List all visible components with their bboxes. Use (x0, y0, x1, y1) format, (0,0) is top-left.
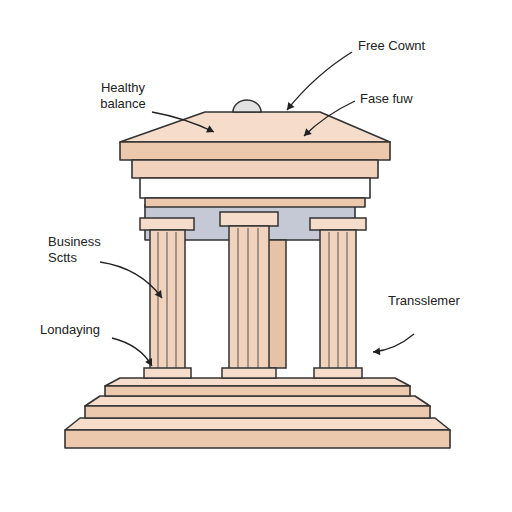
step-top (105, 378, 410, 386)
temple-roof (120, 100, 390, 240)
column-base (314, 368, 362, 378)
leader-line (112, 338, 152, 366)
cornice (132, 160, 378, 178)
callout-label: Londaying (40, 322, 100, 338)
back-column (268, 240, 286, 368)
callout-label: Free Cownt (358, 38, 425, 54)
column-shaft (320, 230, 356, 370)
column-shaft (229, 226, 269, 370)
leader-lines (100, 52, 414, 366)
leader-line (100, 262, 162, 298)
column-flutes (329, 232, 347, 368)
column-flutes (238, 228, 258, 368)
step-front (65, 430, 450, 448)
column (310, 218, 366, 378)
leader-line (373, 334, 414, 352)
leader-line (304, 101, 355, 136)
roof-front (120, 142, 390, 160)
callout-label: Transslemer (388, 293, 460, 309)
step-front (85, 406, 430, 418)
step-top (65, 418, 450, 430)
columns (140, 212, 366, 378)
leader-line (152, 112, 214, 132)
callout-label: Business Sctts (48, 234, 110, 266)
frieze (145, 198, 365, 207)
dome (233, 100, 261, 112)
step-top (85, 396, 430, 406)
architrave (140, 178, 370, 198)
temple-base (65, 378, 450, 448)
column-shaft (150, 230, 185, 370)
callout-label: Healthy balance (88, 80, 158, 112)
column-capital (310, 218, 366, 230)
column-capital (140, 218, 194, 230)
roof-top (120, 112, 390, 142)
column-shaft (268, 240, 286, 368)
column (220, 212, 278, 378)
column-base (144, 368, 191, 378)
leader-line (287, 52, 352, 110)
column (140, 218, 194, 378)
column-base (222, 368, 276, 378)
step-front (105, 386, 410, 396)
column-flutes (158, 232, 176, 368)
callout-label: Fase fuw (360, 91, 413, 107)
column-capital (220, 212, 278, 226)
